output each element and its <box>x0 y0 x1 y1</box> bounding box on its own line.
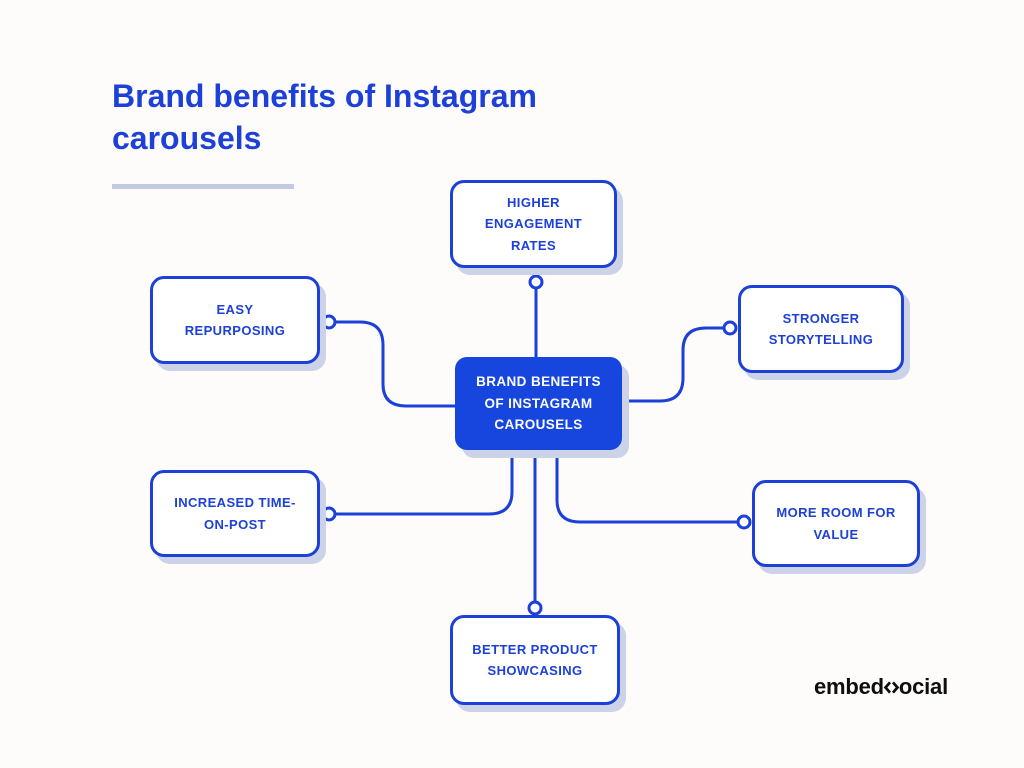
center-node-label: BRAND BENEFITS OF INSTAGRAM CAROUSELS <box>476 374 601 433</box>
connector-dot <box>527 600 543 616</box>
connector-lower-right <box>555 449 752 530</box>
page-title-line-2: carousels <box>112 119 262 156</box>
connector-upper-right <box>621 320 738 403</box>
chevron-diamond-icon <box>883 679 900 696</box>
node-label: MORE ROOM FOR VALUE <box>776 505 896 542</box>
node-label: INCREASED TIME-ON-POST <box>174 495 296 532</box>
connector-bottom <box>527 449 543 616</box>
node-higher-engagement-rates: HIGHER ENGAGEMENT RATES <box>450 180 617 268</box>
embedsocial-logo: embed ocial <box>814 672 948 702</box>
connector-dot <box>722 320 738 336</box>
connector-top <box>528 274 544 357</box>
node-label: HIGHER ENGAGEMENT RATES <box>484 194 583 253</box>
node-stronger-storytelling: STRONGER STORYTELLING <box>738 285 904 373</box>
page-title-line-1: Brand benefits of Instagram <box>112 78 537 114</box>
connector-dot <box>736 514 752 530</box>
title-underline <box>112 184 294 189</box>
node-more-room-for-value: MORE ROOM FOR VALUE <box>752 480 920 567</box>
logo-text-prefix: embed <box>813 674 884 699</box>
node-label: BETTER PRODUCT SHOWCASING <box>472 641 598 678</box>
page-title: Brand benefits of Instagram carousels <box>112 76 537 159</box>
node-center-brand-benefits: BRAND BENEFITS OF INSTAGRAM CAROUSELS <box>455 357 622 450</box>
node-easy-repurposing: EASY REPURPOSING <box>150 276 320 364</box>
node-label: STRONGER STORYTELLING <box>768 310 874 347</box>
logo-text-suffix: ocial <box>898 674 948 699</box>
connector-upper-left <box>321 314 456 408</box>
node-increased-time-on-post: INCREASED TIME-ON-POST <box>150 470 320 557</box>
node-label: EASY REPURPOSING <box>184 301 286 338</box>
connector-dot <box>528 274 544 290</box>
connector-lower-left <box>321 449 514 522</box>
node-better-product-showcasing: BETTER PRODUCT SHOWCASING <box>450 615 620 705</box>
connector-dot <box>321 314 337 330</box>
connector-dot <box>321 506 337 522</box>
